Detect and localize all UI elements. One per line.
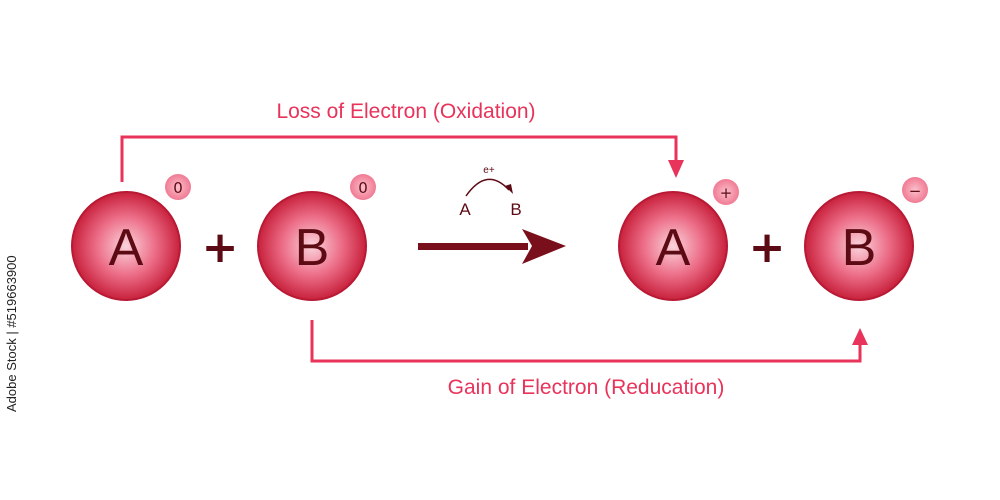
reactant-plus: + [202,222,239,273]
product-a-symbol: A [656,219,691,277]
reduction-arrow-line [310,320,862,363]
oxidation-arrow-head [668,160,684,178]
reactant-b-charge: 0 [358,179,368,197]
transfer-from: A [459,200,471,219]
product-b-charge: − [909,182,922,200]
reactant-a-symbol: A [109,219,144,277]
oxidation-label: Loss of Electron (Oxidation) [276,100,535,123]
transfer-to: B [510,200,521,219]
reactant-atom-b: B [257,191,367,301]
product-atom-b: B [804,191,914,301]
reactant-b-charge-badge: 0 [350,174,376,200]
electron-transfer: e+ A B [459,165,521,219]
product-plus: + [749,222,786,273]
reduction-label: Gain of Electron (Reducation) [448,376,725,399]
electron-transfer-arc [465,178,510,197]
stock-id-watermark: Adobe Stock | #519663900 [4,255,19,412]
reactant-a-charge-badge: 0 [165,174,191,200]
reactant-b-symbol: B [295,219,330,277]
oxidation-arrow-line [120,135,678,182]
product-atom-a: A [618,191,728,301]
electron-transfer-arrow-head [505,184,513,194]
product-b-symbol: B [842,219,877,277]
reaction-arrow [418,229,566,264]
product-a-charge-badge: + [713,179,739,205]
reduction-arrow-head [852,328,868,345]
reactant-atom-a: A [71,191,181,301]
electron-label: e+ [483,165,495,176]
product-a-charge: + [720,184,733,202]
reactant-a-charge: 0 [173,179,183,197]
product-b-charge-badge: − [902,177,928,203]
